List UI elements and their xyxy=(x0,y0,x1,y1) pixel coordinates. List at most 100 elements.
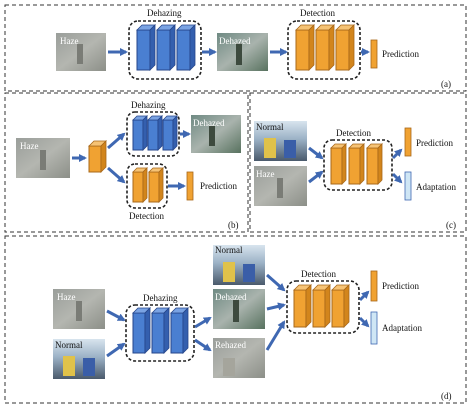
arrow-detection-to-prediction xyxy=(391,148,403,160)
panel-b-tag: (b) xyxy=(228,220,239,230)
detection-blocks xyxy=(293,284,350,328)
shared-encoder-block xyxy=(88,140,107,173)
haze-label: Haze xyxy=(256,169,274,179)
dehazing-label: Dehazing xyxy=(143,293,178,303)
detection-blocks xyxy=(132,167,164,203)
normal-image-figure xyxy=(83,358,95,376)
panel-a-tag: (a) xyxy=(441,79,451,89)
dehazed-image-figure xyxy=(236,43,242,65)
dehazing-block-side xyxy=(172,115,178,151)
dehazing-block xyxy=(176,29,191,71)
prediction-bar xyxy=(186,171,194,201)
arrow-dehazing-to-rehazed xyxy=(194,338,212,352)
dehazing-module-outline xyxy=(125,304,195,362)
detection-module-outline xyxy=(287,20,361,80)
detection-block xyxy=(293,289,307,328)
dehazing-block xyxy=(156,29,171,71)
detection-block-side xyxy=(343,284,350,328)
arrow-normal-to-dehazing xyxy=(106,342,126,358)
rehazed-image-figure xyxy=(223,358,235,376)
rehazed-label: Rehazed xyxy=(215,340,246,350)
detection-block-side xyxy=(341,143,347,185)
dehazing-label: Dehazing xyxy=(147,8,182,18)
normal-image xyxy=(254,121,307,161)
haze-label: Haze xyxy=(60,36,78,46)
dehazing-block-side xyxy=(144,307,151,354)
normal-label: Normal xyxy=(55,340,83,350)
detection-block xyxy=(348,147,361,185)
dehazing-blocks xyxy=(136,24,196,71)
arrow-dehazed-to-detection xyxy=(266,302,286,311)
normal-top-image-figure xyxy=(223,262,235,282)
detection-block xyxy=(335,29,350,71)
dehazing-block xyxy=(132,119,144,151)
detection-block-side xyxy=(308,24,315,71)
haze-image-figure xyxy=(77,44,83,64)
detection-block xyxy=(148,171,160,203)
arrow-rehazed-to-detection xyxy=(265,320,286,351)
dehazed-label: Dehazed xyxy=(215,292,247,302)
dehazed-image-figure xyxy=(209,126,215,146)
detection-block xyxy=(330,147,343,185)
panel-d-tag: (d) xyxy=(441,391,452,401)
dehazing-block xyxy=(162,119,174,151)
normal-image-figure xyxy=(284,140,296,158)
normal-image-figure xyxy=(264,138,276,158)
dehazing-block-side xyxy=(163,307,170,354)
dehazed-image xyxy=(191,115,241,153)
detection-block-side xyxy=(158,167,164,203)
adaptation-label: Adaptation xyxy=(382,323,422,333)
detection-block-side xyxy=(305,284,312,328)
haze-image-figure xyxy=(76,301,82,321)
prediction-label: Prediction xyxy=(382,281,419,291)
dehazed-label: Dehazed xyxy=(219,36,251,46)
detection-block-side xyxy=(348,24,355,71)
detection-block xyxy=(132,171,144,203)
dehazed-image-figure xyxy=(233,300,239,322)
detection-block-side xyxy=(377,143,383,185)
detection-label: Detection xyxy=(129,211,164,221)
detection-label: Detection xyxy=(336,128,371,138)
dehazing-blocks xyxy=(132,307,189,354)
arrow-normal-to-detection xyxy=(308,146,324,160)
arrow-detection-to-adaptation xyxy=(391,172,403,184)
haze-image-figure xyxy=(277,178,283,198)
dehazing-blocks xyxy=(132,115,178,151)
normal-top-image-figure xyxy=(243,264,255,282)
dehazing-block-side xyxy=(189,24,196,71)
rehazed-image xyxy=(213,338,265,378)
prediction-label: Prediction xyxy=(200,181,237,191)
dehazing-block xyxy=(136,29,151,71)
normal-top-image xyxy=(213,245,265,285)
arrow-dehazing-to-dehazed xyxy=(194,316,212,329)
detection-block-side xyxy=(328,24,335,71)
arrow-encoder-to-detection xyxy=(107,166,126,184)
dehazing-block-side xyxy=(182,307,189,354)
adaptation-bar xyxy=(370,311,378,345)
detection-block xyxy=(295,29,310,71)
arrow-encoder-to-dehazing xyxy=(107,132,126,150)
arrow-detection-to-prediction xyxy=(358,290,370,302)
dehazing-block xyxy=(147,119,159,151)
panel-a-border xyxy=(4,4,467,92)
haze-label: Haze xyxy=(57,292,75,302)
detection-label: Detection xyxy=(300,8,335,18)
normal-top-label: Normal xyxy=(215,245,243,255)
dehazing-block-side xyxy=(142,115,148,151)
prediction-bar xyxy=(370,270,378,302)
detection-block-side xyxy=(100,140,107,173)
detection-blocks xyxy=(295,24,355,71)
detection-blocks xyxy=(330,143,383,185)
prediction-bar xyxy=(370,39,378,69)
dehazed-label: Dehazed xyxy=(193,118,225,128)
arrow-detection-to-adaptation xyxy=(358,316,370,328)
detection-block xyxy=(331,289,345,328)
prediction-bar xyxy=(404,127,412,157)
detection-block xyxy=(366,147,379,185)
panel-c-border xyxy=(249,92,467,233)
dehazing-block-side xyxy=(169,24,176,71)
arrow-haze-to-detection xyxy=(308,170,324,184)
detection-block-side xyxy=(324,284,331,328)
adaptation-bar xyxy=(404,171,412,201)
